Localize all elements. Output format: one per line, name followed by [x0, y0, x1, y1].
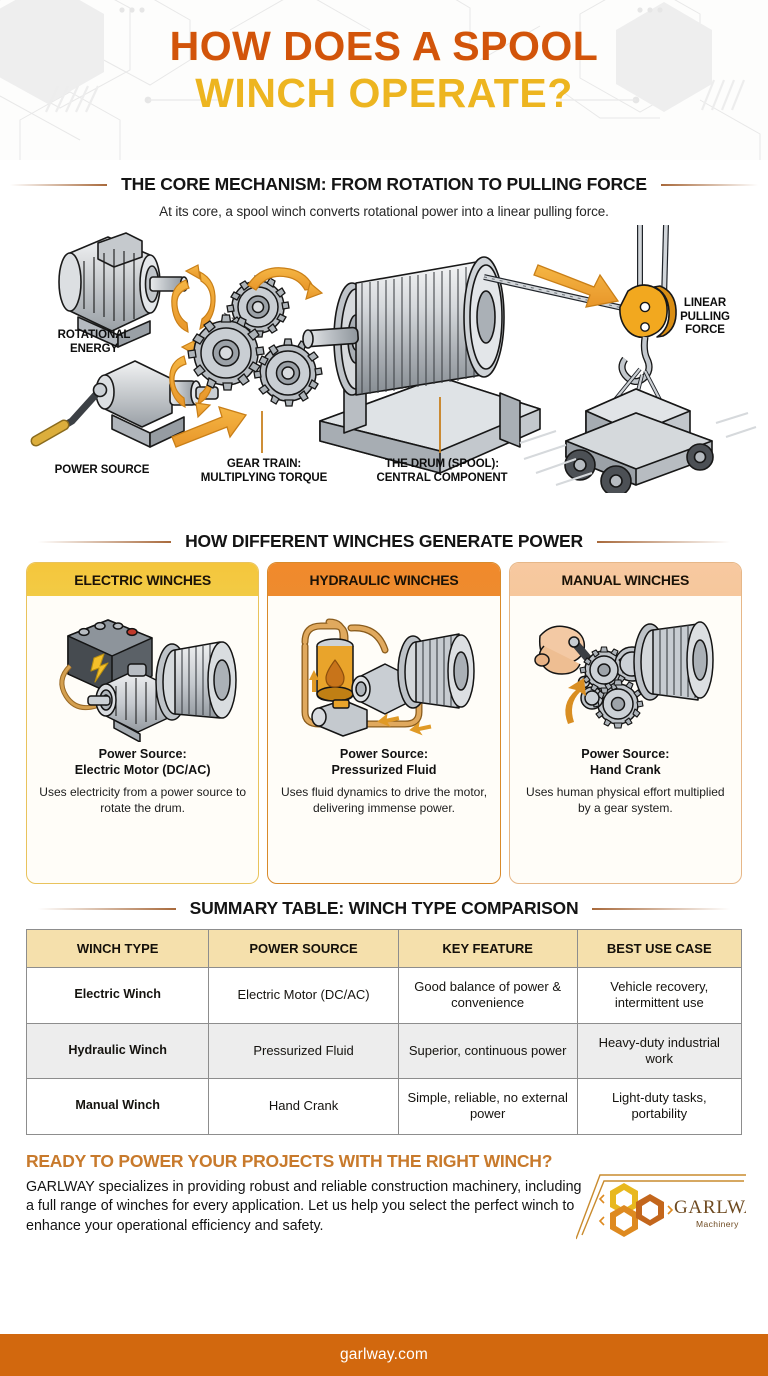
logo-wordmark: GARLWAY — [674, 1197, 746, 1218]
power-section-heading-row: HOW DIFFERENT WINCHES GENERATE POWER — [34, 531, 734, 552]
motion-lines — [519, 412, 757, 486]
pull-direction-arrow — [533, 264, 620, 308]
card-electric-winches[interactable]: ELECTRIC WINCHES — [26, 562, 260, 884]
title-line-2: WINCH OPERATE? — [195, 69, 573, 116]
garlway-logo: GARLWAY Machinery — [575, 1165, 768, 1243]
cell-winch-type: Manual Winch — [25, 1078, 210, 1135]
table-row: Hydraulic Winch Pressurized Fluid Superi… — [25, 1022, 743, 1079]
label-gear-train: GEAR TRAIN: MULTIPLYING TORQUE — [200, 458, 328, 484]
winch-comparison-table: WINCH TYPE POWER SOURCE KEY FEATURE BEST… — [25, 929, 743, 1135]
cta-body: GARLWAY specializes in providing robust … — [26, 1178, 582, 1234]
divider-right — [660, 183, 758, 186]
hand-crank-gears-drum-icon — [510, 596, 741, 744]
core-mechanism-section: THE CORE MECHANISM: FROM ROTATION TO PUL… — [0, 174, 768, 219]
label-drum-spool: THE DRUM (SPOOL): CENTRAL COMPONENT — [376, 458, 508, 484]
power-flow-arrow — [171, 406, 248, 448]
table-row: Electric Winch Electric Motor (DC/AC) Go… — [25, 967, 743, 1024]
divider-right-2 — [596, 540, 731, 543]
card-electric-title: ELECTRIC WINCHES — [27, 563, 259, 596]
logo-hexagons — [598, 1182, 674, 1237]
header-banner: HOW DOES A SPOOL WINCH OPERATE? — [0, 0, 768, 160]
cell-key-feature: Superior, continuous power — [397, 1022, 578, 1079]
card-hydraulic-description: Uses fluid dynamics to drive the motor, … — [280, 785, 488, 816]
logo-tagline: Machinery — [696, 1219, 739, 1229]
summary-section-heading-row: SUMMARY TABLE: WINCH TYPE COMPARISON — [34, 898, 734, 919]
label-rotational-energy: ROTATIONAL ENERGY — [57, 329, 131, 355]
cell-key-feature: Simple, reliable, no external power — [397, 1078, 578, 1135]
callout-ticks — [261, 397, 441, 453]
card-manual-power-source: Power Source: Hand Crank — [581, 747, 670, 778]
cta-section: READY TO POWER YOUR PROJECTS WITH THE RI… — [0, 1150, 768, 1239]
cell-best-use-case: Heavy-duty industrial work — [576, 1022, 743, 1079]
col-best-use-case: BEST USE CASE — [576, 929, 743, 968]
footer-url[interactable]: garlway.com — [339, 1346, 429, 1363]
pulley-block-and-hook — [618, 284, 677, 385]
battery-motor-drum-icon — [27, 596, 258, 744]
card-hydraulic-winches[interactable]: HYDRAULIC WINCHES — [267, 562, 501, 884]
core-section-subheading: At its core, a spool winch converts rota… — [159, 204, 609, 219]
winch-comparison-table-wrap: WINCH TYPE POWER SOURCE KEY FEATURE BEST… — [0, 929, 768, 1135]
summary-section-heading: SUMMARY TABLE: WINCH TYPE COMPARISON — [189, 898, 579, 918]
winch-type-cards: ELECTRIC WINCHES — [0, 562, 768, 884]
drum-spool-illustration — [302, 256, 541, 474]
col-power-source: POWER SOURCE — [208, 929, 399, 968]
divider-left-2 — [38, 540, 172, 543]
load-cart-illustration — [564, 367, 714, 493]
cell-winch-type: Electric Winch — [25, 967, 210, 1024]
hex-tech-background-pattern — [0, 0, 761, 160]
divider-left-3 — [38, 907, 176, 910]
card-manual-title: MANUAL WINCHES — [509, 563, 741, 596]
title-line-1: HOW DOES A SPOOL — [169, 23, 599, 69]
cell-power-source: Electric Motor (DC/AC) — [208, 967, 399, 1024]
gear-train-illustration — [187, 275, 323, 407]
cell-best-use-case: Light-duty tasks, portability — [576, 1078, 743, 1135]
power-section-heading-wrap: HOW DIFFERENT WINCHES GENERATE POWER — [0, 531, 768, 552]
card-hydraulic-title: HYDRAULIC WINCHES — [268, 563, 500, 596]
table-row: Manual Winch Hand Crank Simple, reliable… — [25, 1078, 743, 1135]
summary-section-heading-wrap: SUMMARY TABLE: WINCH TYPE COMPARISON — [0, 898, 768, 919]
cell-power-source: Hand Crank — [208, 1078, 399, 1135]
gear-rotation-arrow — [247, 267, 324, 300]
cell-best-use-case: Vehicle recovery, intermittent use — [576, 967, 743, 1024]
winch-diagram-svg — [30, 225, 757, 493]
table-header-row: WINCH TYPE POWER SOURCE KEY FEATURE BEST… — [25, 929, 743, 968]
cta-heading: READY TO POWER YOUR PROJECTS WITH THE RI… — [26, 1150, 553, 1171]
footer-bar: garlway.com — [0, 1334, 768, 1376]
label-linear-pulling-force: LINEAR PULLING FORCE — [680, 297, 730, 337]
divider-right-3 — [592, 907, 731, 910]
cell-winch-type: Hydraulic Winch — [25, 1022, 210, 1079]
core-section-heading-row: THE CORE MECHANISM: FROM ROTATION TO PUL… — [6, 174, 762, 195]
electric-motor-illustration — [58, 232, 189, 348]
core-section-heading: THE CORE MECHANISM: FROM ROTATION TO PUL… — [121, 174, 647, 194]
card-electric-description: Uses electricity from a power source to … — [39, 785, 247, 816]
card-electric-power-source: Power Source: Electric Motor (DC/AC) — [74, 747, 211, 778]
logo-frame-lines — [575, 1173, 746, 1239]
divider-left — [10, 183, 108, 186]
col-key-feature: KEY FEATURE — [397, 929, 578, 968]
col-winch-type: WINCH TYPE — [25, 929, 210, 968]
power-section-heading: HOW DIFFERENT WINCHES GENERATE POWER — [185, 531, 583, 551]
card-hydraulic-power-source: Power Source: Pressurized Fluid — [331, 747, 437, 778]
title-block: HOW DOES A SPOOL WINCH OPERATE? — [0, 0, 768, 115]
fluid-reservoir-pump-drum-icon — [268, 596, 499, 744]
label-power-source: POWER SOURCE — [54, 464, 150, 476]
cell-power-source: Pressurized Fluid — [208, 1022, 399, 1079]
cell-key-feature: Good balance of power & convenience — [397, 967, 578, 1024]
winch-mechanism-diagram: ROTATIONAL ENERGY POWER SOURCE GEAR TRAI… — [0, 225, 768, 525]
card-manual-description: Uses human physical effort multiplied by… — [526, 785, 725, 816]
card-manual-winches[interactable]: MANUAL WINCHES — [508, 562, 742, 884]
